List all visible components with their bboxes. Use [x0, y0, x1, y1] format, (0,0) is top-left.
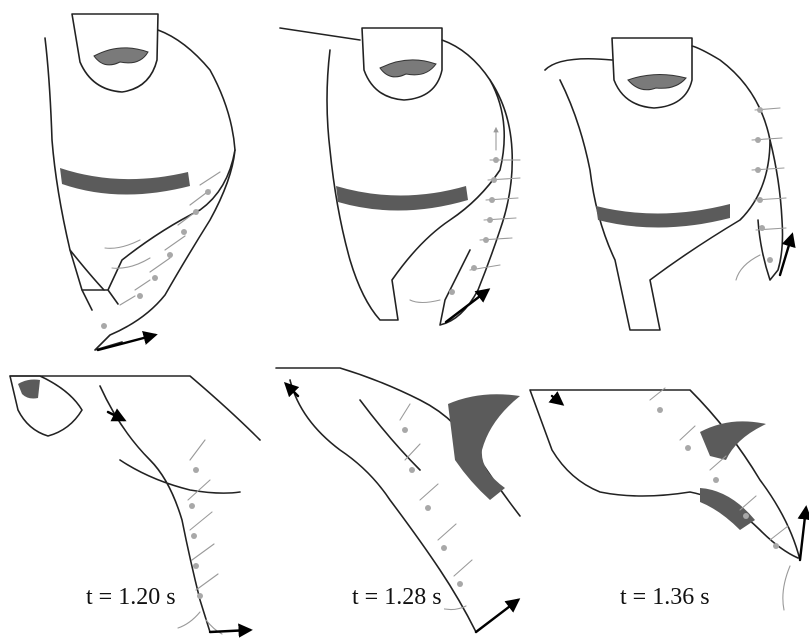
small-arrow: [108, 412, 124, 420]
panel-top-2: [280, 28, 520, 325]
flow-dots: [189, 467, 203, 599]
swimmer-leg: [70, 250, 118, 310]
small-arrow: [552, 396, 562, 404]
swimmer-goggles: [380, 60, 436, 77]
flow-lines: [178, 440, 222, 634]
time-label-3: t = 1.36 s: [618, 584, 712, 610]
swimsuit-band: [596, 204, 730, 228]
flow-dots: [755, 107, 773, 263]
swimmer-torso: [45, 30, 235, 290]
time-label-1: t = 1.20 s: [84, 584, 178, 610]
panel-bottom-3: [530, 388, 806, 610]
swimsuit-band: [336, 186, 468, 211]
swimmer-head: [612, 38, 692, 108]
flow-dots: [402, 427, 463, 587]
force-arrow: [476, 600, 518, 632]
swimsuit-band: [700, 421, 766, 460]
swimsuit-band: [60, 168, 190, 195]
force-arrow: [800, 508, 806, 560]
swimsuit-band-lower: [700, 488, 755, 530]
flow-dots: [449, 157, 499, 295]
panel-top-1: [45, 14, 235, 350]
flow-lines: [736, 108, 786, 280]
swimmer-torso: [530, 390, 800, 560]
flow-lines: [410, 160, 520, 303]
force-arrow: [98, 335, 155, 350]
swimmer-goggles: [94, 48, 148, 65]
swimmer-goggles: [628, 74, 686, 89]
swimmer-cap: [18, 380, 40, 399]
time-label-2: t = 1.28 s: [350, 584, 444, 610]
flow-dots: [101, 189, 211, 329]
panel-top-3: [545, 38, 792, 330]
swimsuit-band: [448, 394, 520, 500]
